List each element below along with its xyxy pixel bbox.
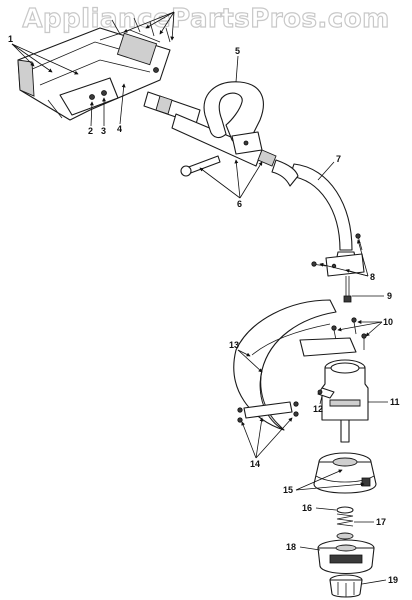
callout-16: 16 [302, 503, 312, 513]
callout-9: 9 [387, 291, 392, 301]
callout-14: 14 [250, 459, 260, 469]
callout-15: 15 [283, 485, 293, 495]
boom-tube [271, 159, 357, 263]
assist-handle [203, 81, 264, 155]
callout-17: 17 [376, 517, 386, 527]
housing-screws [111, 17, 171, 43]
callout-10: 10 [383, 317, 393, 327]
gear-head-bolt [317, 387, 335, 399]
line-spool [317, 539, 375, 574]
callout-2: 2 [88, 126, 93, 136]
leader-lines [11, 11, 388, 585]
shield-screws [237, 401, 299, 423]
callout-18: 18 [286, 542, 296, 552]
trimmer-head-housing [313, 452, 377, 494]
callout-5: 5 [235, 46, 240, 56]
callout-7: 7 [336, 154, 341, 164]
callout-13: 13 [229, 340, 239, 350]
callout-19: 19 [388, 575, 398, 585]
callout-1: 1 [8, 34, 13, 44]
callout-11: 11 [390, 397, 400, 407]
callout-labels: 1 2 3 4 5 6 7 8 9 10 11 12 13 14 15 16 1… [8, 34, 400, 585]
spring-washer [336, 506, 354, 540]
watermark: AppliancePartsPros.com [22, 4, 389, 34]
callout-4: 4 [117, 124, 122, 134]
callout-3: 3 [101, 126, 106, 136]
callout-12: 12 [313, 404, 323, 414]
callout-8: 8 [370, 272, 375, 282]
gear-head [321, 359, 369, 443]
handle-bolts [180, 149, 277, 177]
bump-knob [329, 574, 363, 598]
gearhead-screws [331, 317, 367, 350]
callout-6: 6 [237, 199, 242, 209]
drive-cable [343, 276, 352, 303]
boom-clamp [311, 233, 365, 277]
